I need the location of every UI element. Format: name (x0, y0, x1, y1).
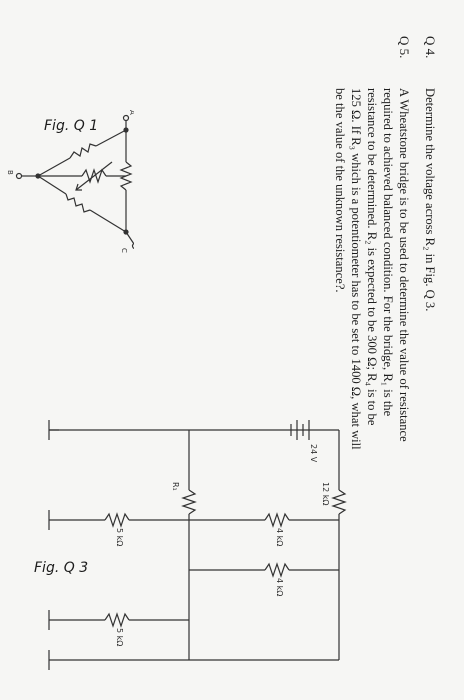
q5-line-2: required to achieved balanced condition.… (381, 88, 395, 417)
q4-text: Determine the voltage across R₂ in Fig. … (423, 88, 437, 312)
fig3-r3-label: 4 kΩ (275, 578, 284, 596)
fig-q3-caption: Fig. Q 3 (34, 560, 89, 576)
q5-number: Q 5. (397, 36, 412, 59)
label-c: C (120, 248, 128, 253)
figure-q3-diagram: 24 V 12 kΩ 4 kΩ 5 kΩ 4 kΩ 5 kΩ R₁ (48, 420, 347, 670)
fig3-rl-label: R₁ (171, 482, 180, 491)
fig-q1-caption: Fig. Q 1 (44, 118, 99, 134)
figure-q1-diagram: A B C (6, 110, 134, 253)
fig3-r4-label: 5 kΩ (115, 528, 124, 546)
q4-number: Q 4. (423, 36, 438, 59)
q5-line-3: resistance to be determined. R₂ is expec… (365, 88, 379, 426)
q5-line-1: A Wheatstone bridge is to be used to det… (397, 88, 411, 442)
fig3-r1-label: 12 kΩ (321, 482, 330, 505)
fig3-r2-label: 4 kΩ (275, 528, 284, 546)
fig3-source-label: 24 V (309, 444, 318, 463)
label-a: A (128, 110, 134, 115)
fig3-r5-label: 5 kΩ (115, 628, 124, 646)
label-b: B (6, 170, 14, 175)
q5-line-4: 125 Ω. If R₃ which is a potentiometer ha… (349, 88, 363, 450)
